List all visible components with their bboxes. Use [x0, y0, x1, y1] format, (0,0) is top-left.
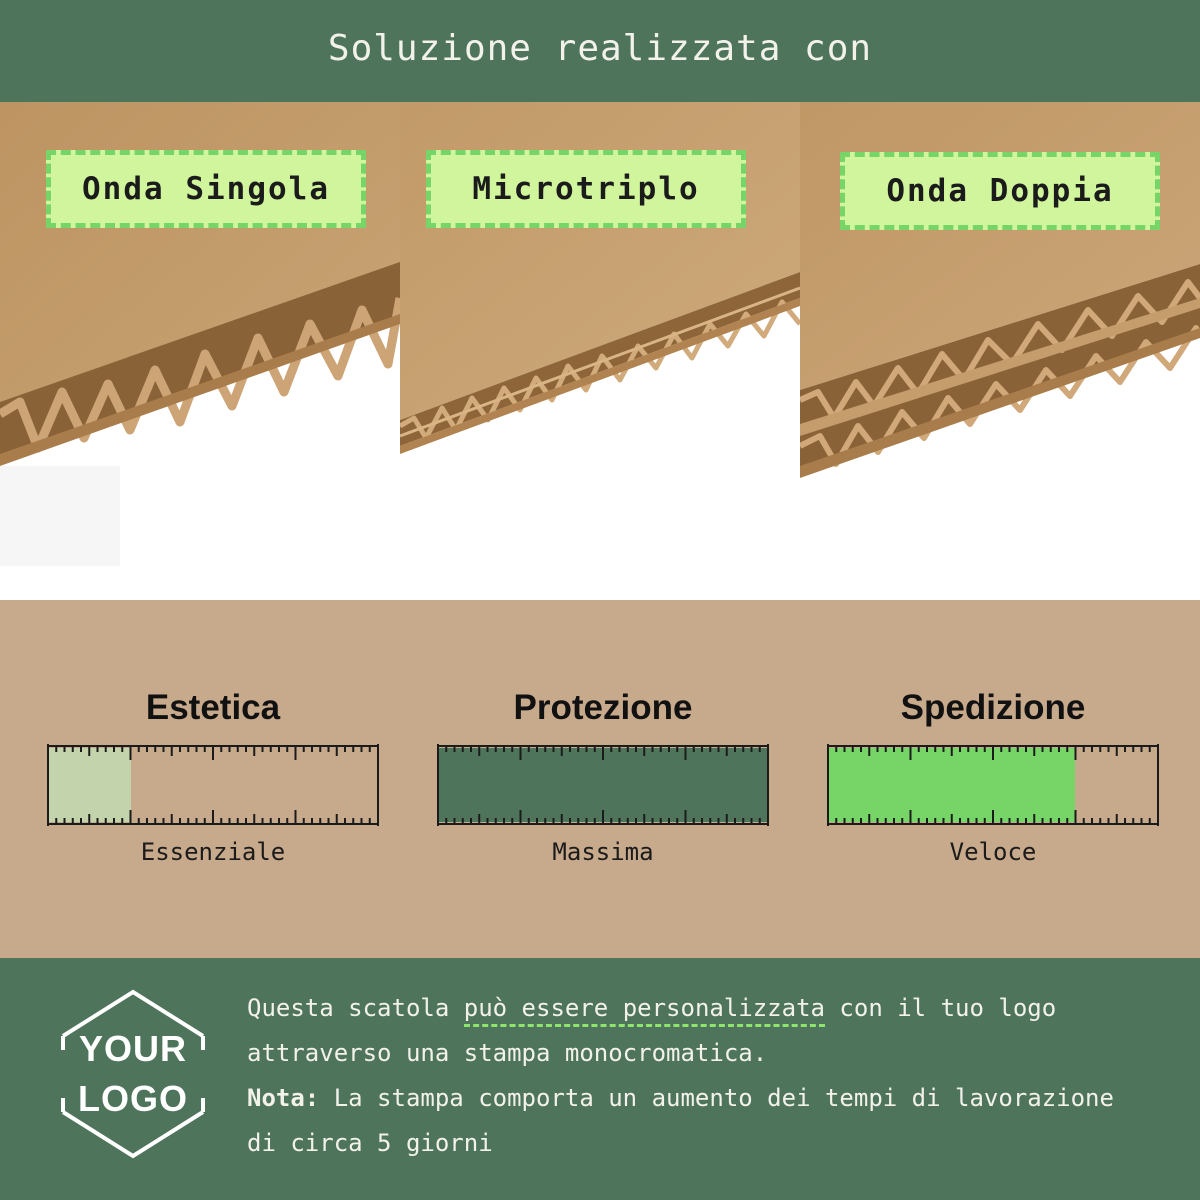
- hexagon-icon: [61, 989, 205, 1159]
- rating-value: Essenziale: [140, 838, 286, 866]
- rating-title: Spedizione: [900, 688, 1086, 727]
- rating-fill: [439, 748, 767, 822]
- logo-placeholder: YOUR LOGO: [55, 988, 211, 1160]
- header-title: Soluzione realizzata con: [327, 28, 873, 69]
- ruler-bar-spedizione: [827, 744, 1159, 826]
- customization-notice: Questa scatola può essere personalizzata…: [247, 986, 1147, 1166]
- flute-photos: Onda Singola Microtriplo: [0, 102, 1200, 600]
- notice-text-start: Questa scatola: [247, 994, 464, 1022]
- rating-title: Estetica: [145, 688, 281, 727]
- note-text: La stampa comporta un aumento dei tempi …: [247, 1084, 1114, 1157]
- rating-fill: [49, 748, 131, 822]
- footer: YOUR LOGO Questa scatola può essere pers…: [0, 958, 1200, 1200]
- rating-title: Protezione: [513, 688, 693, 727]
- ruler-bar-protezione: [437, 744, 769, 826]
- notice-highlight: può essere personalizzata: [463, 994, 825, 1027]
- panel-onda-singola: Onda Singola: [0, 102, 400, 600]
- panel-microtriplo: Microtriplo: [400, 102, 800, 600]
- logo-text-line2: LOGO: [78, 1078, 188, 1119]
- notice-text-end: con il tuo logo attraverso una stampa mo…: [247, 994, 1057, 1067]
- panel-label-microtriplo: Microtriplo: [426, 150, 746, 228]
- rating-estetica: Estetica Essenziale: [47, 686, 379, 866]
- rating-value: Massima: [552, 838, 654, 866]
- panel-label-onda-doppia: Onda Doppia: [840, 152, 1160, 230]
- ratings-section: Estetica Essenziale Protezione Massima S…: [0, 600, 1200, 958]
- rating-fill: [829, 748, 1075, 822]
- panel-label-onda-singola: Onda Singola: [46, 150, 366, 228]
- header: Soluzione realizzata con: [0, 0, 1200, 102]
- rating-protezione: Protezione Massima: [437, 686, 769, 866]
- logo-text-line1: YOUR: [78, 1028, 187, 1069]
- rating-spedizione: Spedizione Veloce: [827, 686, 1159, 866]
- rating-value: Veloce: [949, 838, 1037, 866]
- ruler-bar-estetica: [47, 744, 379, 826]
- panel-onda-doppia: Onda Doppia: [800, 102, 1200, 600]
- note-label: Nota:: [247, 1084, 320, 1112]
